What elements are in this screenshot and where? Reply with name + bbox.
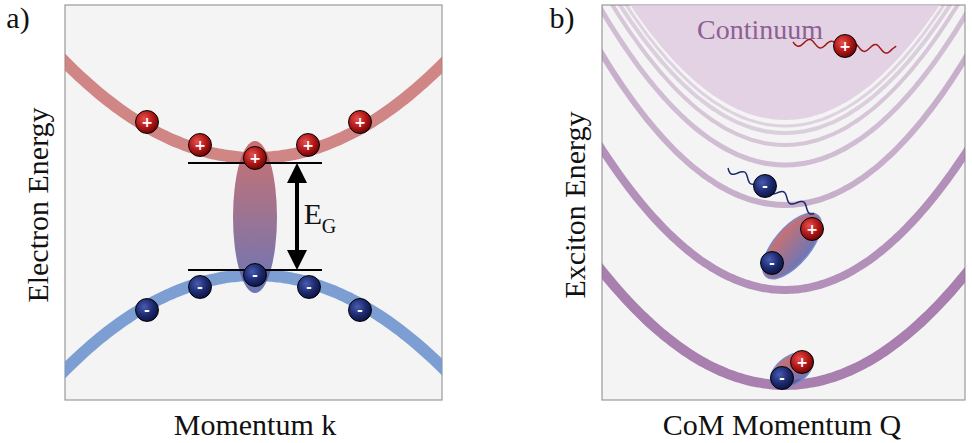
hole-particle: + bbox=[800, 217, 824, 241]
hole-particle: + bbox=[243, 146, 267, 170]
charge-sign: + bbox=[249, 151, 261, 165]
charge-sign: + bbox=[141, 115, 153, 129]
exciton-band bbox=[602, 5, 965, 126]
exciton-band bbox=[602, 5, 965, 165]
charge-sign: - bbox=[252, 268, 258, 282]
electron-particle: - bbox=[297, 275, 321, 299]
electron-particle: - bbox=[760, 251, 784, 275]
hole-particle: + bbox=[188, 133, 212, 157]
hole-particle: + bbox=[296, 133, 320, 157]
charge-sign: - bbox=[779, 371, 785, 385]
hole-particle: + bbox=[790, 350, 814, 374]
charge-sign: - bbox=[769, 256, 775, 270]
charge-sign: + bbox=[354, 115, 366, 129]
continuum-region bbox=[602, 5, 965, 120]
charge-sign: - bbox=[197, 280, 203, 294]
gap-arrow bbox=[295, 167, 299, 266]
electron-particle: - bbox=[348, 298, 372, 322]
axis-title: CoM Momentum Q bbox=[663, 410, 901, 440]
electron-particle: - bbox=[243, 263, 267, 287]
axis-title: Momentum k bbox=[174, 410, 337, 440]
electron-particle: - bbox=[753, 174, 777, 198]
panel-letter: b) bbox=[550, 3, 575, 33]
charge-sign: + bbox=[806, 222, 818, 236]
charge-sign: - bbox=[306, 280, 312, 294]
exciton-band bbox=[602, 5, 965, 145]
charge-sign: - bbox=[762, 179, 768, 193]
hole-particle: + bbox=[833, 34, 857, 58]
gap-symbol: E bbox=[304, 199, 322, 229]
charge-sign: - bbox=[357, 303, 363, 317]
axis-title: Electron Energy bbox=[23, 107, 53, 302]
region-label: Continuum bbox=[697, 16, 823, 44]
exciton-band bbox=[602, 138, 965, 290]
electron-particle: - bbox=[770, 366, 794, 390]
free-electron-wave bbox=[728, 168, 814, 214]
charge-sign: - bbox=[144, 303, 150, 317]
charge-sign: + bbox=[839, 39, 851, 53]
charge-sign: + bbox=[796, 355, 808, 369]
hole-particle: + bbox=[348, 110, 372, 134]
charge-sign: + bbox=[194, 138, 206, 152]
axis-title: Exciton Energy bbox=[560, 112, 590, 299]
hole-particle: + bbox=[135, 110, 159, 134]
exciton-band bbox=[602, 5, 965, 133]
panel-letter: a) bbox=[6, 3, 29, 33]
gap-subscript: G bbox=[322, 216, 336, 236]
electron-particle: - bbox=[135, 298, 159, 322]
panel-frame bbox=[65, 5, 442, 400]
exciton-ellipse bbox=[764, 345, 819, 395]
electron-particle: - bbox=[188, 275, 212, 299]
exciton-ellipse bbox=[752, 204, 831, 288]
charge-sign: + bbox=[302, 138, 314, 152]
